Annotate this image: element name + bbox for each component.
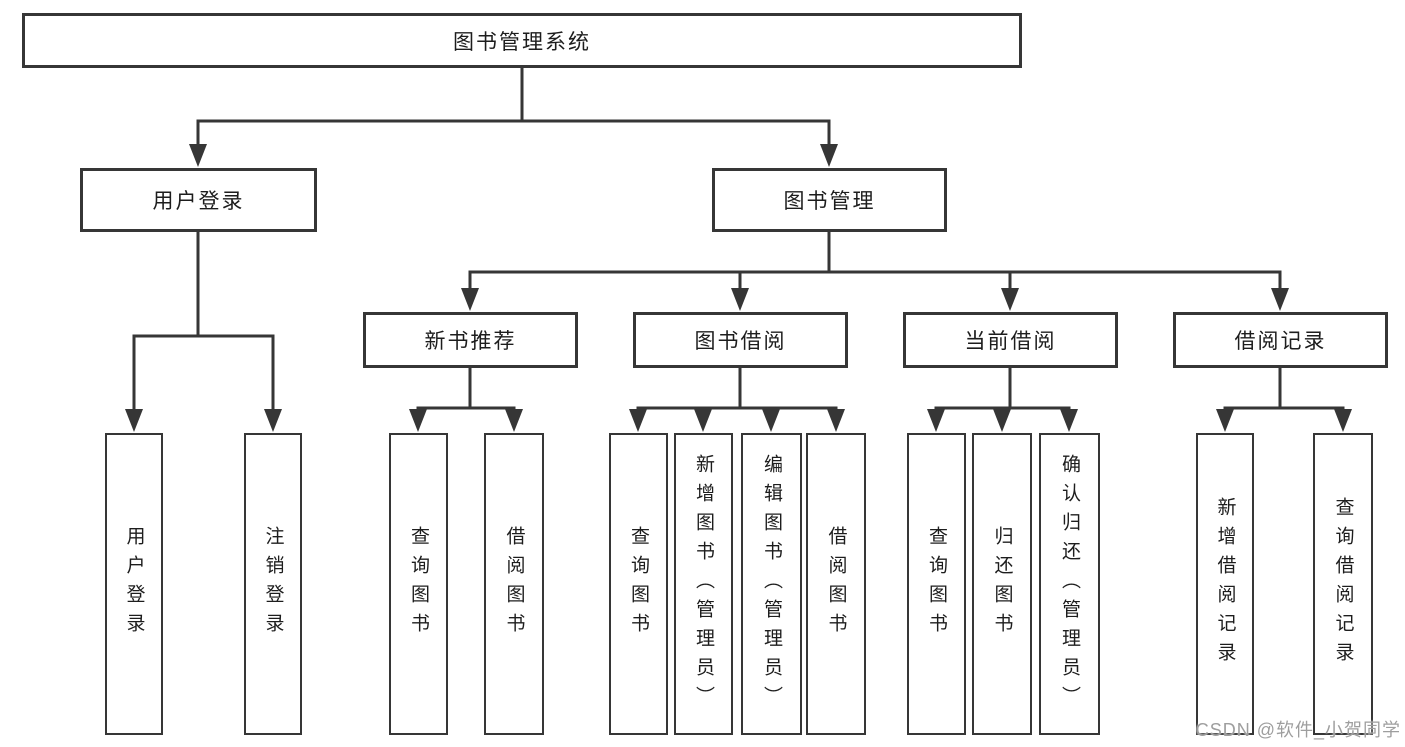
node-book-management-label: 图书管理	[783, 190, 876, 213]
leaf-query-borrow-record-label: 查询借阅记录	[1332, 497, 1354, 671]
node-book-borrow-label: 图书借阅	[694, 330, 787, 353]
leaf-add-borrow-record: 新增借阅记录	[1196, 433, 1254, 735]
leaf-query-borrow-record: 查询借阅记录	[1313, 433, 1373, 735]
leaf-add-books-admin-label: 新增图书（管理员）	[693, 453, 714, 715]
node-root-label: 图书管理系统	[453, 30, 591, 54]
node-borrow-records-label: 借阅记录	[1234, 330, 1327, 353]
node-book-management: 图书管理	[712, 168, 947, 232]
leaf-confirm-return-admin: 确认归还（管理员）	[1039, 433, 1100, 735]
leaf-add-books-admin: 新增图书（管理员）	[674, 433, 733, 735]
node-user-login-label: 用户登录	[152, 190, 245, 213]
leaf-borrow-books-recommend: 借阅图书	[484, 433, 544, 735]
node-root-system: 图书管理系统	[22, 13, 1022, 68]
csdn-watermark: CSDN @软件_小贺同学	[1195, 720, 1401, 740]
leaf-borrow-books-recommend-label: 借阅图书	[503, 526, 525, 642]
node-new-book-recommend-label: 新书推荐	[424, 330, 517, 353]
leaf-borrow-books-label: 借阅图书	[825, 526, 847, 642]
leaf-logout-action: 注销登录	[244, 433, 302, 735]
leaf-confirm-return-admin-label: 确认归还（管理员）	[1059, 453, 1080, 715]
node-current-borrow: 当前借阅	[903, 312, 1118, 368]
leaf-query-books-recommend-label: 查询图书	[408, 526, 429, 642]
leaf-add-borrow-record-label: 新增借阅记录	[1214, 497, 1236, 671]
leaf-query-books-borrow: 查询图书	[609, 433, 668, 735]
node-book-borrow: 图书借阅	[633, 312, 848, 368]
leaf-user-login-action-label: 用户登录	[123, 526, 145, 642]
leaf-edit-books-admin-label: 编辑图书（管理员）	[761, 453, 782, 715]
leaf-query-books-current: 查询图书	[907, 433, 966, 735]
node-current-borrow-label: 当前借阅	[964, 330, 1057, 353]
leaf-borrow-books: 借阅图书	[806, 433, 866, 735]
leaf-logout-action-label: 注销登录	[262, 526, 284, 642]
leaf-query-books-current-label: 查询图书	[926, 526, 947, 642]
leaf-query-books-recommend: 查询图书	[389, 433, 448, 735]
leaf-query-books-borrow-label: 查询图书	[628, 526, 649, 642]
node-borrow-records: 借阅记录	[1173, 312, 1388, 368]
leaf-edit-books-admin: 编辑图书（管理员）	[741, 433, 802, 735]
leaf-user-login-action: 用户登录	[105, 433, 163, 735]
leaf-return-books: 归还图书	[972, 433, 1032, 735]
node-user-login: 用户登录	[80, 168, 317, 232]
leaf-return-books-label: 归还图书	[991, 526, 1013, 642]
node-new-book-recommend: 新书推荐	[363, 312, 578, 368]
